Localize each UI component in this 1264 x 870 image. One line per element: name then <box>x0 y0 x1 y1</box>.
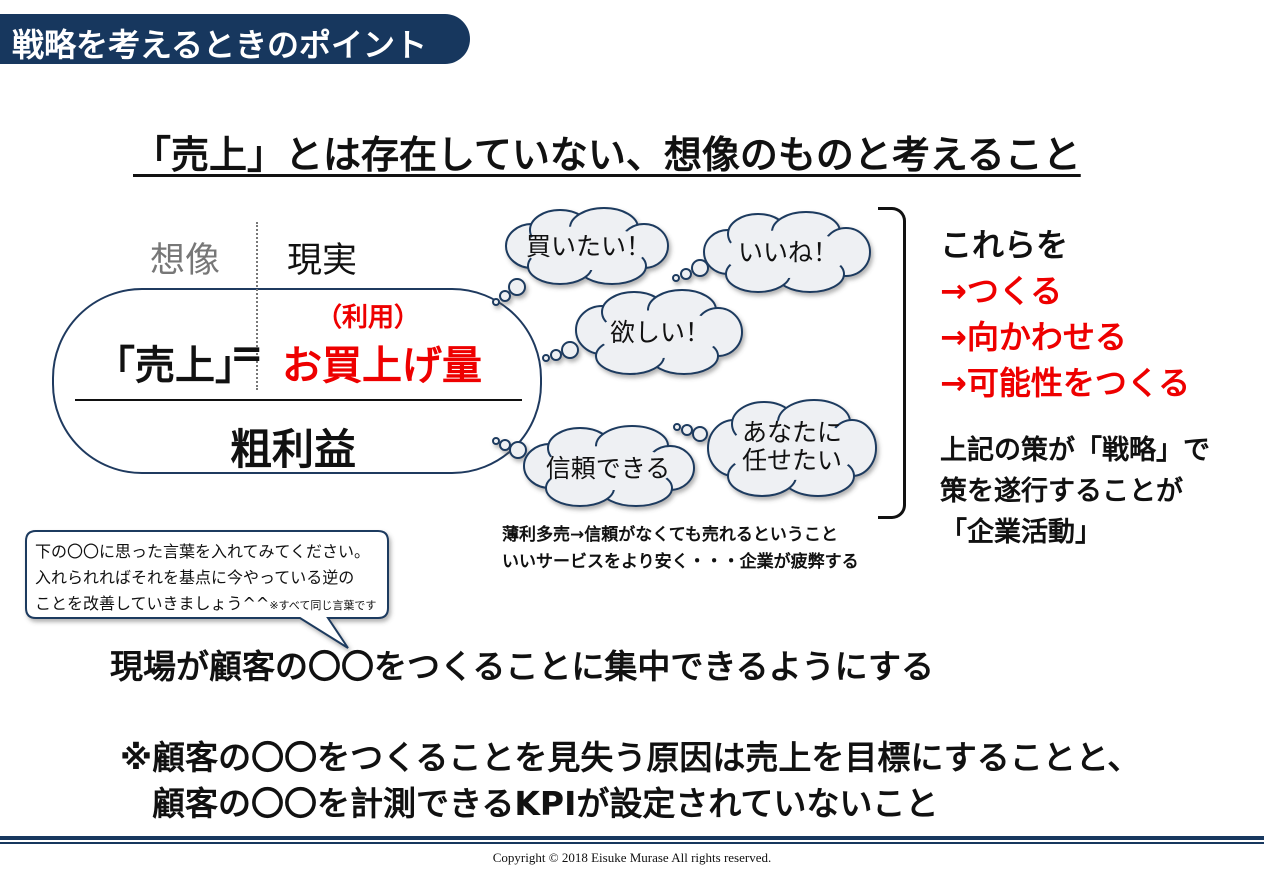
note-line1: 薄利多売→信頼がなくても売れるということ <box>502 525 838 545</box>
callout-line3-small: ※すべて同じ言葉です <box>269 599 377 612</box>
statement-1: 現場が顧客の〇〇をつくることに集中できるようにする <box>110 647 935 686</box>
formula-rhs: お買上げ量 <box>282 343 482 389</box>
callout-box-shape <box>25 530 389 649</box>
cloud-text-want: 欲しい！ <box>609 318 710 347</box>
reality-label: 現実 <box>287 241 358 281</box>
formula-lhs: 「売上」 <box>95 343 255 389</box>
formula-bubble <box>52 288 542 474</box>
statement-3: 顧客の〇〇を計測できるKPIが設定されていないこと <box>152 784 939 823</box>
cloud-text-want-to-buy: 買いたい！ <box>526 232 652 261</box>
right-bracket <box>878 207 906 519</box>
formula-denominator: 粗利益 <box>230 425 357 474</box>
callout-line3: ことを改善していきましょう^^※すべて同じ言葉です <box>35 591 376 619</box>
cloud-text-entrust-1: あなたに <box>741 418 842 447</box>
right-text-line1: これらを <box>940 226 1069 264</box>
cloud-want-to-buy <box>505 207 669 285</box>
cloud-trust <box>523 425 695 507</box>
right-text-line3: →向かわせる <box>940 318 1127 356</box>
cloud-nice <box>703 211 871 293</box>
right-text-line7: 「企業活動」 <box>940 517 1102 548</box>
formula-equals: = <box>230 331 264 377</box>
note-line2: いいサービスをより安く・・・企業が疲弊する <box>502 552 859 572</box>
callout-line2: 入れられればそれを基点に今やっている逆の <box>35 568 355 587</box>
callout-line3-main: ことを改善していきましょう^^ <box>35 594 270 613</box>
cloud-text-trust: 信頼できる <box>545 454 671 483</box>
cloud-text-nice: いいね！ <box>737 238 838 267</box>
right-text-line5: 上記の策が「戦略」で <box>940 435 1210 466</box>
statement-2: ※顧客の〇〇をつくることを見失う原因は売上を目標にすることと、 <box>120 738 1141 777</box>
right-text-line2: →つくる <box>940 272 1063 310</box>
page-title: 戦略を考えるときのポイント <box>12 26 428 64</box>
copyright: Copyright © 2018 Eisuke Murase All right… <box>492 850 772 865</box>
fraction-line <box>75 399 522 401</box>
callout-line1: 下の〇〇に思った言葉を入れてみてください。 <box>35 542 371 561</box>
footer-rule-thick <box>0 836 1264 840</box>
right-text-line4: →可能性をつくる <box>940 364 1191 402</box>
divider-dotted <box>256 222 258 390</box>
footer-rule-thin <box>0 842 1264 844</box>
header-bar <box>0 14 470 64</box>
main-heading: 「売上」とは存在していない、想像のものと考えること <box>133 133 1081 177</box>
right-text-line6: 策を遂行することが <box>940 476 1183 507</box>
cloud-entrust <box>707 399 877 497</box>
cloud-want <box>575 289 743 375</box>
callout-text: 下の〇〇に思った言葉を入れてみてください。 入れられればそれを基点に今やっている… <box>35 539 376 619</box>
imagination-label: 想像 <box>150 241 221 281</box>
cloud-text-entrust-2: 任せたい <box>741 446 842 475</box>
formula-sub-label: （利用） <box>316 303 421 333</box>
